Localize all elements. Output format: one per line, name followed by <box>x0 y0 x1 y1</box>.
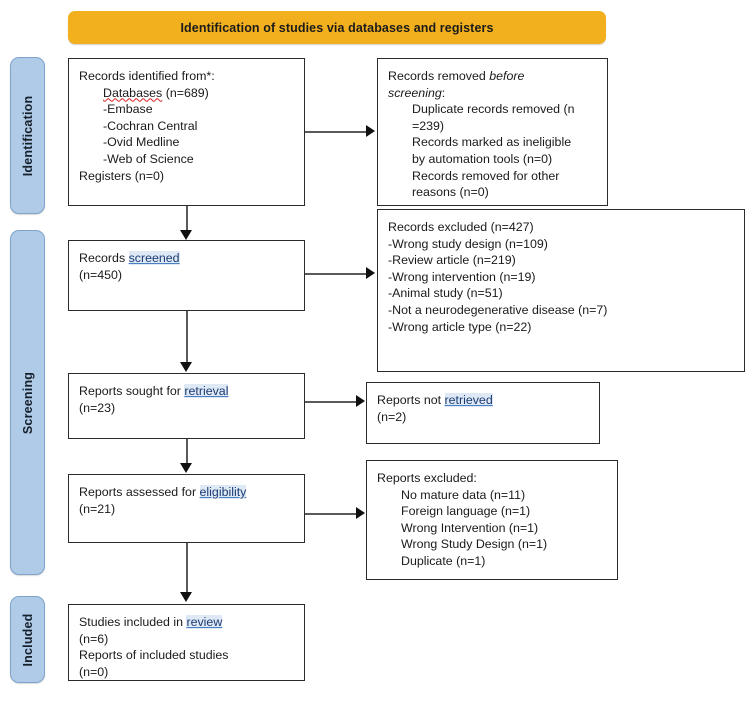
arrow-sought-to-not-retrieved <box>356 395 365 407</box>
connector-sought-to-assessed <box>186 439 188 464</box>
arrow-screened-to-sought <box>180 362 192 372</box>
reports-not-retrieved-link[interactable]: retrieved <box>444 393 493 407</box>
records-excluded-item: -Animal study (n=51) <box>388 286 503 301</box>
studies-included-prefix: Studies included in <box>79 615 187 629</box>
reports-sought-title: Reports sought for retrieval <box>79 383 304 400</box>
records-removed-title-colon: : <box>441 85 446 100</box>
reports-sought-link[interactable]: retrieval <box>184 384 229 398</box>
records-excluded-item: -Wrong intervention (n=19) <box>388 269 536 284</box>
stage-label-screening-text: Screening <box>20 371 35 434</box>
reports-not-retrieved-count: (n=2) <box>377 409 407 424</box>
stage-label-included: Included <box>10 596 45 683</box>
records-excluded-item: -Wrong study design (n=109) <box>388 236 548 251</box>
records-screened-prefix: Records <box>79 251 129 265</box>
records-removed-title-line1: Records removed before <box>388 68 607 85</box>
connector-screened-to-sought <box>186 311 188 363</box>
connector-assessed-to-included <box>186 543 188 594</box>
reports-assessed-link[interactable]: eligibility <box>199 485 247 499</box>
connector-assessed-to-reports-excluded <box>305 513 357 515</box>
reports-sought-count: (n=23) <box>79 400 116 415</box>
connector-identified-to-screened <box>186 206 188 232</box>
box-records-excluded: Records excluded (n=427) -Wrong study de… <box>377 209 745 372</box>
records-removed-title-italic-before: before <box>489 69 525 83</box>
box-reports-not-retrieved: Reports not retrieved (n=2) <box>366 382 600 444</box>
database-cochran-central: -Cochran Central <box>103 118 198 133</box>
arrow-assessed-to-included <box>180 592 192 602</box>
reports-of-included-studies-count: (n=0) <box>79 664 109 679</box>
records-screened-count: (n=450) <box>79 267 123 282</box>
studies-included-count: (n=6) <box>79 631 109 646</box>
reports-sought-prefix: Reports sought for <box>79 384 185 398</box>
box-records-screened: Records screened (n=450) <box>68 240 305 311</box>
database-ovid-medline: -Ovid Medline <box>103 135 180 150</box>
records-identified-databases: Databases (n=689) <box>79 85 304 102</box>
arrow-sought-to-assessed <box>180 463 192 473</box>
reports-not-retrieved-title: Reports not retrieved <box>377 392 599 409</box>
duplicate-records-removed-line1: Duplicate records removed (n <box>412 102 575 117</box>
records-screened-title: Records screened <box>79 250 304 267</box>
records-removed-title-line2: screening: <box>388 85 607 102</box>
database-web-of-science: -Web of Science <box>103 151 194 166</box>
records-removed-other-line2: reasons (n=0) <box>412 185 489 200</box>
box-reports-sought-for-retrieval: Reports sought for retrieval (n=23) <box>68 373 305 439</box>
databases-count: (n=689) <box>165 85 209 100</box>
duplicate-records-removed-line2: =239) <box>412 118 445 133</box>
records-excluded-item: -Wrong article type (n=22) <box>388 319 532 334</box>
reports-excluded-item: Foreign language (n=1) <box>401 504 531 519</box>
box-reports-assessed-for-eligibility: Reports assessed for eligibility (n=21) <box>68 474 305 543</box>
records-removed-other-line1: Records removed for other <box>412 168 560 183</box>
records-removed-title-prefix: Records removed <box>388 69 490 83</box>
arrow-identified-to-screened <box>180 230 192 240</box>
reports-excluded-item: Duplicate (n=1) <box>401 553 486 568</box>
box-reports-excluded: Reports excluded: No mature data (n=11) … <box>366 460 618 580</box>
box-records-removed-before-screening: Records removed before screening: Duplic… <box>377 58 608 206</box>
connector-sought-to-not-retrieved <box>305 401 357 403</box>
connector-screened-to-records-excluded <box>305 273 367 275</box>
reports-excluded-title: Reports excluded: <box>377 471 477 485</box>
records-removed-title-italic-screening: screening <box>388 85 442 100</box>
box-records-identified: Records identified from*: Databases (n=6… <box>68 58 305 206</box>
reports-excluded-item: Wrong Study Design (n=1) <box>401 537 548 552</box>
reports-assessed-prefix: Reports assessed for <box>79 485 200 499</box>
stage-label-identification-text: Identification <box>20 95 35 176</box>
studies-included-title: Studies included in review <box>79 614 304 631</box>
arrow-assessed-to-reports-excluded <box>356 507 365 519</box>
records-excluded-title: Records excluded (n=427) <box>388 220 534 234</box>
records-excluded-item: -Review article (n=219) <box>388 253 516 268</box>
box-studies-included: Studies included in review (n=6) Reports… <box>68 604 305 681</box>
records-ineligible-automation-line1: Records marked as ineligible <box>412 135 572 150</box>
diagram-title: Identification of studies via databases … <box>180 20 494 35</box>
stage-label-included-text: Included <box>20 613 35 666</box>
reports-not-retrieved-prefix: Reports not <box>377 393 445 407</box>
records-identified-registers: Registers (n=0) <box>79 168 165 183</box>
connector-identified-to-removed <box>305 131 367 133</box>
diagram-header-banner: Identification of studies via databases … <box>68 11 606 44</box>
records-screened-link[interactable]: screened <box>128 251 180 265</box>
reports-assessed-title: Reports assessed for eligibility <box>79 484 304 501</box>
database-embase: -Embase <box>103 102 153 117</box>
studies-included-link[interactable]: review <box>186 615 223 629</box>
records-identified-title: Records identified from*: <box>79 69 215 83</box>
stage-label-screening: Screening <box>10 230 45 575</box>
records-excluded-item: -Not a neurodegenerative disease (n=7) <box>388 302 608 317</box>
reports-of-included-studies: Reports of included studies <box>79 648 229 663</box>
reports-excluded-item: Wrong Intervention (n=1) <box>401 520 539 535</box>
arrow-screened-to-records-excluded <box>366 267 375 279</box>
reports-excluded-item: No mature data (n=11) <box>401 487 526 502</box>
databases-label: Databases <box>103 85 163 100</box>
records-ineligible-automation-line2: by automation tools (n=0) <box>412 151 553 166</box>
arrow-identified-to-removed <box>366 125 375 137</box>
reports-assessed-count: (n=21) <box>79 501 116 516</box>
stage-label-identification: Identification <box>10 57 45 214</box>
